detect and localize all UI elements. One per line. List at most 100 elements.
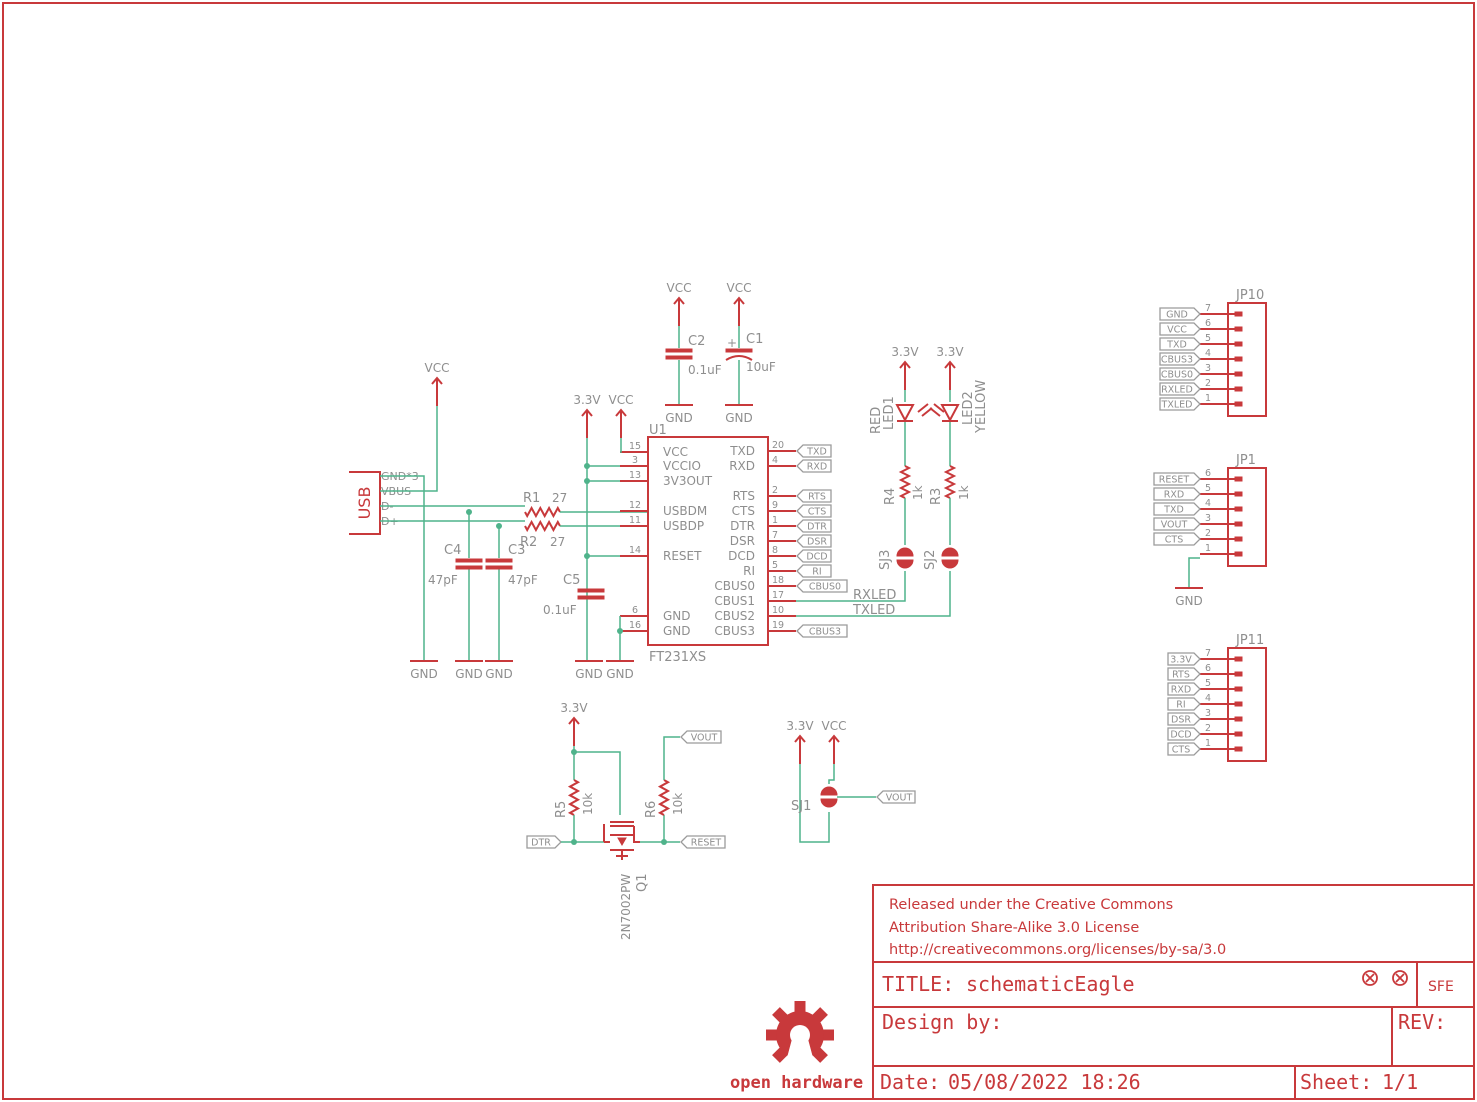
u1-pin-num-15: 15 bbox=[629, 441, 641, 452]
jp1-ref: JP1 bbox=[1235, 453, 1256, 468]
jp11-pin-7 bbox=[1234, 656, 1243, 662]
jp10-tag-txled bbox=[1159, 397, 1201, 411]
jp1-pin-3 bbox=[1234, 521, 1243, 527]
jp11-tag-cts-text: CTS bbox=[1172, 745, 1190, 756]
net-tag-cts-text: CTS bbox=[808, 507, 826, 518]
c4-capacitor-plate bbox=[455, 558, 483, 563]
vcc-usb-label: VCC bbox=[425, 361, 450, 375]
u1-pin-num-17: 17 bbox=[772, 590, 784, 601]
q1-mosfet-body bbox=[610, 834, 634, 860]
net-tag-cbus0-text: CBUS0 bbox=[809, 582, 841, 593]
jp10-pin-4 bbox=[1234, 356, 1243, 362]
r6-wire-top bbox=[663, 736, 680, 780]
close-icon bbox=[1362, 970, 1378, 986]
net-tag-vout-sj1 bbox=[876, 790, 916, 804]
jp1-tag-rxd-text: RXD bbox=[1164, 490, 1184, 501]
jp1-body bbox=[1227, 467, 1267, 567]
usb-name: USB bbox=[355, 487, 374, 520]
u1-pin-name-14: RESET bbox=[663, 549, 702, 563]
jp10-pin-num-1: 1 bbox=[1205, 393, 1211, 404]
v33-led2-label: 3.3V bbox=[936, 345, 964, 359]
jp11-tag-rts bbox=[1167, 667, 1201, 681]
vbus-wire bbox=[380, 406, 438, 492]
r4-value: 1k bbox=[911, 485, 925, 500]
u1-pin-name-3: VCCIO bbox=[663, 459, 701, 473]
jp10-pin-7 bbox=[1234, 311, 1243, 317]
jp1-tag-reset bbox=[1153, 472, 1201, 486]
c5-capacitor-plate bbox=[577, 595, 605, 600]
jp1-pin-num-5: 5 bbox=[1205, 483, 1211, 494]
sj1-wire-a bbox=[799, 764, 830, 843]
r6-value: 10k bbox=[671, 793, 685, 815]
r3-ref: R3 bbox=[929, 488, 944, 505]
u1-pin-name-10: CBUS2 bbox=[714, 609, 755, 623]
jp10-pin-num-6: 6 bbox=[1205, 318, 1211, 329]
jp11-tag-33v bbox=[1167, 652, 1201, 666]
junction-dot bbox=[617, 628, 623, 634]
gnd-jp1-label: GND bbox=[1175, 594, 1203, 608]
jp10-tag-rxled bbox=[1159, 382, 1201, 396]
jp11-tag-ri-text: RI bbox=[1176, 700, 1185, 711]
sheet-value: 1/1 bbox=[1382, 1070, 1418, 1094]
jp1-gnd-wire bbox=[1188, 557, 1200, 587]
q1-diode bbox=[617, 837, 627, 847]
u1-pin-name-20: TXD bbox=[729, 444, 755, 458]
jp10-pin-5 bbox=[1234, 341, 1243, 347]
net-tag-ri-text: RI bbox=[812, 567, 821, 578]
txled-wire bbox=[796, 571, 951, 617]
u1-value: FT231XS bbox=[649, 650, 706, 665]
jp11-tag-dsr bbox=[1167, 712, 1201, 726]
jp10-tag-gnd bbox=[1159, 307, 1201, 321]
c1-value: 10uF bbox=[746, 360, 776, 374]
u1-pin-num-1: 1 bbox=[772, 515, 778, 526]
v33-u1-label: 3.3V bbox=[573, 393, 601, 407]
jp11-pin-num-1: 1 bbox=[1205, 738, 1211, 749]
net-tag-txd bbox=[796, 444, 832, 458]
v33-sj1-arrow bbox=[794, 734, 806, 743]
jp1-pin-num-6: 6 bbox=[1205, 468, 1211, 479]
jp11-tag-rts-text: RTS bbox=[1172, 670, 1190, 681]
net-tag-dsr bbox=[796, 534, 832, 548]
v33-sj1-label: 3.3V bbox=[786, 719, 814, 733]
jp10-pin-2 bbox=[1234, 386, 1243, 392]
jp1-pin-num-1: 1 bbox=[1205, 543, 1211, 554]
c2-value: 0.1uF bbox=[688, 363, 722, 377]
net-tag-cbus3 bbox=[796, 624, 848, 638]
net-tag-ri bbox=[796, 564, 832, 578]
jp10-pin-6 bbox=[1234, 326, 1243, 332]
r2-ref: R2 bbox=[520, 535, 537, 550]
led1-diode bbox=[895, 404, 915, 423]
c1-plate-curved bbox=[725, 355, 753, 361]
net-tag-cbus3-text: CBUS3 bbox=[809, 627, 841, 638]
u1-ref: U1 bbox=[649, 423, 667, 438]
q1-mosfet bbox=[603, 821, 640, 843]
net-tag-reset-text: RESET bbox=[691, 838, 722, 849]
c1-polarity: + bbox=[727, 336, 737, 350]
jp1-pin-1 bbox=[1234, 551, 1243, 557]
net-tag-txd-text: TXD bbox=[806, 447, 827, 458]
jp1-tag-txd-text: TXD bbox=[1163, 505, 1184, 516]
jp10-tag-cbus0-text: CBUS0 bbox=[1161, 370, 1193, 381]
jp1-tag-cts-text: CTS bbox=[1165, 535, 1183, 546]
jp10-pin-1 bbox=[1234, 401, 1243, 407]
license-url: http://creativecommons.org/licenses/by-s… bbox=[889, 942, 1226, 958]
u1-pin-num-3: 3 bbox=[632, 455, 638, 466]
vcc-sj1-arrow bbox=[828, 734, 840, 743]
jp11-pin-1 bbox=[1234, 746, 1243, 752]
txled-net-label: TXLED bbox=[852, 603, 895, 618]
jp10-tag-cbus3-text: CBUS3 bbox=[1161, 355, 1193, 366]
close-icon bbox=[1392, 970, 1408, 986]
r3-resistor bbox=[943, 465, 957, 499]
date-label: Date: bbox=[880, 1070, 940, 1094]
c2-capacitor-plate bbox=[665, 348, 693, 353]
sj1-jumper-pad bbox=[820, 798, 838, 808]
u1-pin-name-4: RXD bbox=[729, 459, 755, 473]
jp1-pin-num-2: 2 bbox=[1205, 528, 1211, 539]
net-tag-rxd bbox=[796, 459, 832, 473]
jp1-tag-reset-text: RESET bbox=[1159, 475, 1190, 486]
sheet-label: Sheet: bbox=[1300, 1070, 1372, 1094]
title-value: schematicEagle bbox=[966, 972, 1135, 996]
v33-q1-label: 3.3V bbox=[560, 701, 588, 715]
